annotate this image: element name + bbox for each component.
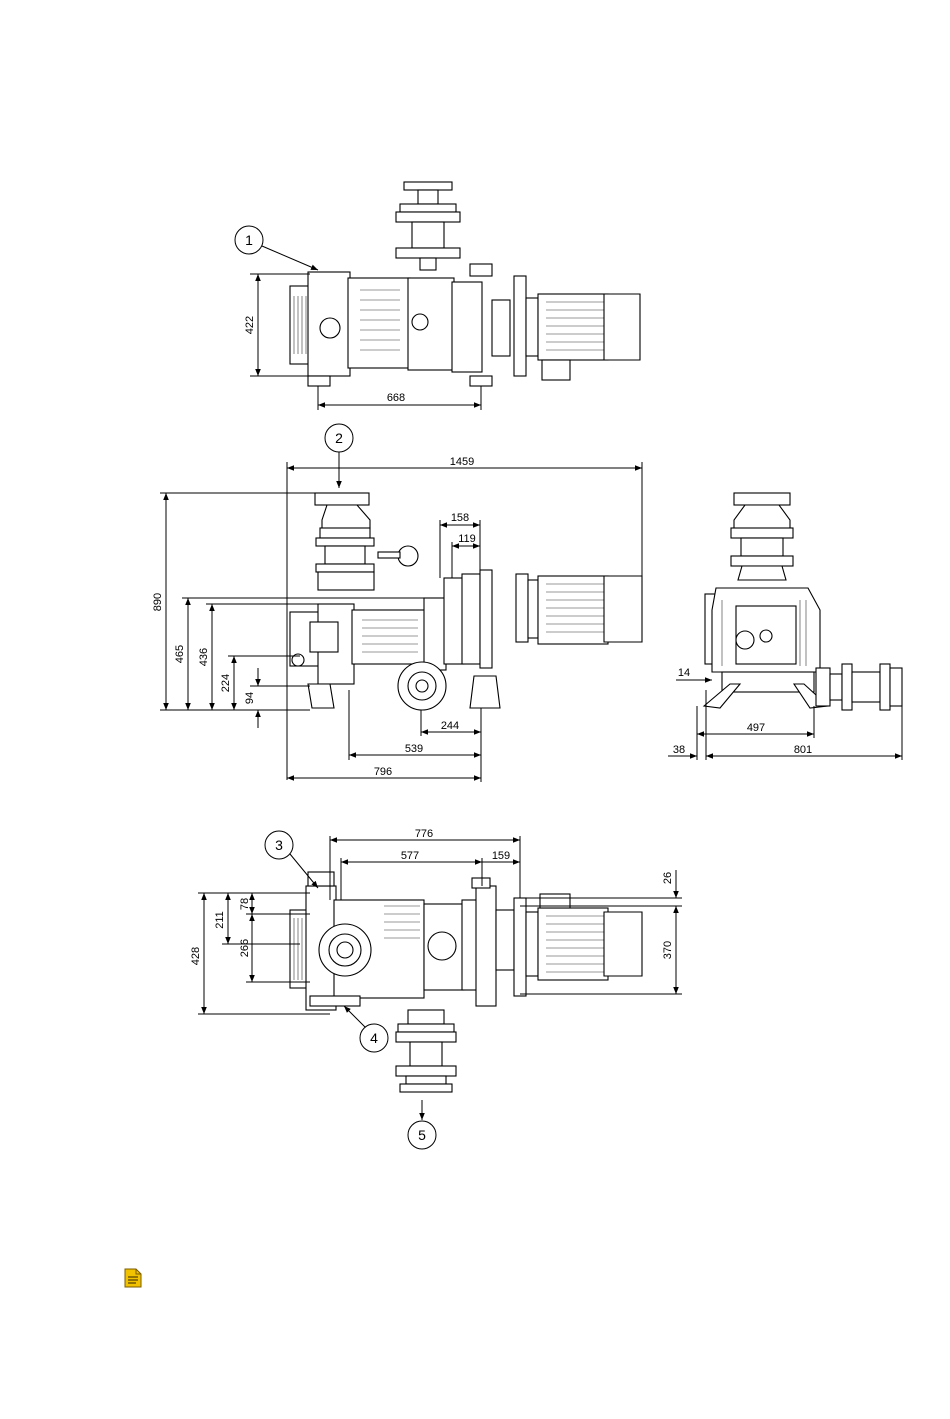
- dim-label-78: 78: [239, 898, 251, 910]
- dim-label-577: 577: [401, 850, 419, 862]
- plan-view: 776 577 159 26 370 428 211: [190, 828, 682, 1149]
- callout-4-label: 4: [370, 1030, 378, 1046]
- dim-label-497: 497: [747, 722, 765, 734]
- dim-label-119: 119: [458, 533, 476, 545]
- dim-label-422: 422: [244, 316, 256, 334]
- front-view-pipe: [315, 493, 418, 590]
- side-view-outlet: [816, 664, 902, 710]
- side-view: 14 497 38 801: [668, 493, 902, 760]
- dim-label-465: 465: [174, 645, 186, 663]
- dim-label-94: 94: [244, 692, 256, 704]
- dim-label-14: 14: [678, 667, 690, 679]
- top-view-body: [290, 264, 526, 386]
- dim-label-890: 890: [152, 593, 164, 611]
- dim-label-436: 436: [198, 648, 210, 666]
- plan-view-pipe: [396, 1010, 456, 1092]
- dim-front-119: 119: [452, 533, 480, 578]
- callout-1-label: 1: [245, 232, 253, 248]
- front-view-motor: [516, 574, 642, 644]
- top-view-motor: [526, 294, 640, 380]
- callout-5: 5: [408, 1100, 436, 1149]
- top-view: 422 668 1: [235, 182, 640, 410]
- dim-label-796: 796: [374, 766, 392, 778]
- dim-label-266: 266: [239, 939, 251, 957]
- dim-label-668: 668: [387, 392, 405, 404]
- callout-1: 1: [235, 226, 318, 270]
- top-view-pipe: [396, 182, 460, 270]
- dim-label-244: 244: [441, 720, 459, 732]
- side-view-pipe: [731, 493, 793, 580]
- callout-3-label: 3: [275, 837, 283, 853]
- dim-label-1459: 1459: [450, 456, 474, 468]
- dim-label-211: 211: [214, 911, 226, 929]
- dim-label-801: 801: [794, 744, 812, 756]
- note-icon: [124, 1268, 142, 1288]
- side-view-body: [704, 588, 828, 708]
- dim-label-539: 539: [405, 743, 423, 755]
- front-view-body: [290, 570, 500, 710]
- plan-view-motor: [526, 894, 642, 980]
- dim-top-668: 668: [318, 386, 481, 410]
- front-view: 1459 158 119 890 465 436: [152, 424, 642, 782]
- callout-2-label: 2: [335, 430, 343, 446]
- dim-label-428: 428: [190, 947, 202, 965]
- callout-5-label: 5: [418, 1127, 426, 1143]
- callout-4: 4: [344, 1006, 388, 1052]
- dim-front-158: 158: [440, 512, 480, 578]
- dim-label-158: 158: [451, 512, 469, 524]
- dim-label-370: 370: [662, 941, 674, 959]
- dim-label-776: 776: [415, 828, 433, 840]
- dim-label-224: 224: [220, 674, 232, 692]
- dim-label-159: 159: [492, 850, 510, 862]
- plan-view-body: [290, 872, 526, 1010]
- callout-2: 2: [325, 424, 353, 488]
- dim-label-38: 38: [673, 744, 685, 756]
- dim-label-26: 26: [662, 872, 674, 884]
